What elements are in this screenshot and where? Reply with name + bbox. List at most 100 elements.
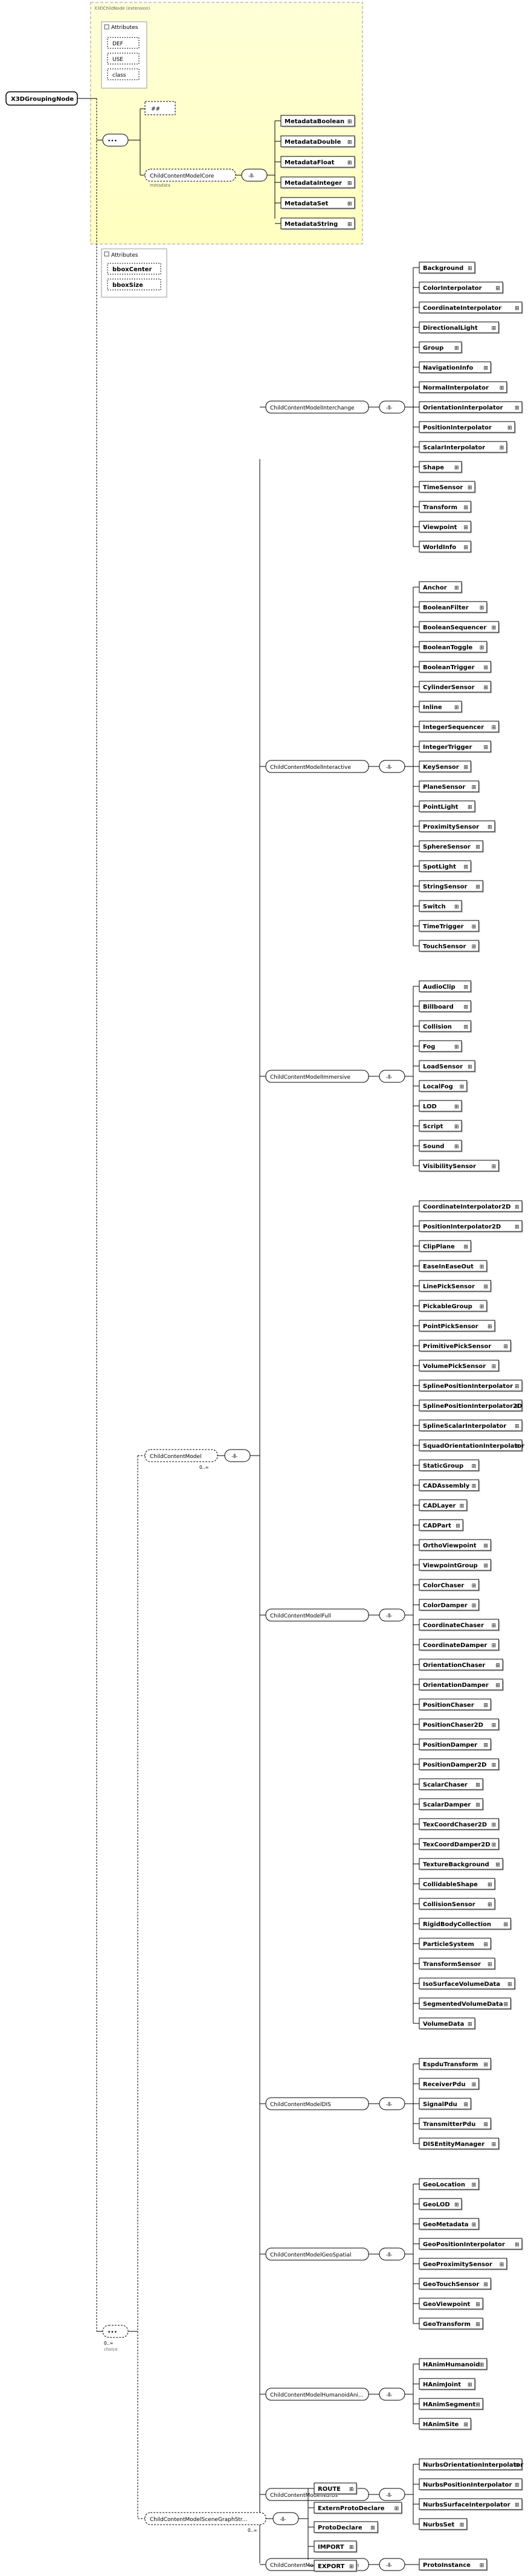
- element-metadatafloat[interactable]: MetadataFloat⊞: [280, 156, 356, 169]
- element-espdutransform[interactable]: EspduTransform⊞: [419, 2058, 492, 2070]
- element-worldinfo[interactable]: WorldInfo⊞: [419, 541, 472, 553]
- element-positionchaser[interactable]: PositionChaser⊞: [419, 1698, 492, 1711]
- element-transmitterpdu[interactable]: TransmitterPdu⊞: [419, 2118, 492, 2130]
- element-touchsensor[interactable]: TouchSensor⊞: [419, 940, 480, 952]
- element-nurbsorientationinterpolator[interactable]: NurbsOrientationInterpolator⊞: [419, 2458, 523, 2471]
- element-hanimhumanoid[interactable]: HAnimHumanoid⊞: [419, 2358, 488, 2371]
- element-timesensor[interactable]: TimeSensor⊞: [419, 481, 476, 493]
- attribute-class[interactable]: [107, 68, 140, 80]
- element-switch[interactable]: Switch⊞: [419, 900, 463, 913]
- element-linepicksensor[interactable]: LinePickSensor⊞: [419, 1280, 492, 1293]
- element-booleansequencer[interactable]: BooleanSequencer⊞: [419, 621, 500, 634]
- element-geoviewpoint[interactable]: GeoViewpoint⊞: [419, 2298, 485, 2310]
- element-spheresensor[interactable]: SphereSensor⊞: [419, 840, 485, 853]
- any-element[interactable]: [144, 101, 176, 115]
- expand-icon-2[interactable]: [104, 251, 109, 257]
- element-hanimsite[interactable]: HAnimSite⊞: [419, 2418, 472, 2430]
- element-volumedata[interactable]: VolumeData⊞: [419, 2017, 476, 2030]
- element-integersequencer[interactable]: IntegerSequencer⊞: [419, 721, 500, 733]
- element-geoproximitysensor[interactable]: GeoProximitySensor⊞: [419, 2258, 508, 2270]
- element-spotlight[interactable]: SpotLight⊞: [419, 860, 472, 873]
- element-positiondamper2d[interactable]: PositionDamper2D⊞: [419, 1758, 500, 1771]
- element-anchor[interactable]: Anchor⊞: [419, 581, 463, 594]
- element-orientationdamper[interactable]: OrientationDamper⊞: [419, 1678, 504, 1691]
- element-cadpart[interactable]: CADPart⊞: [419, 1519, 465, 1532]
- element-scalarinterpolator[interactable]: ScalarInterpolator⊞: [419, 441, 508, 454]
- element-protodeclare[interactable]: ProtoDeclare⊞: [314, 2521, 379, 2534]
- element-lod[interactable]: LOD⊞: [419, 1100, 463, 1113]
- attribute-def[interactable]: [107, 37, 140, 49]
- element-coordinateinterpolator[interactable]: CoordinateInterpolator⊞: [419, 301, 523, 314]
- element-splinescalarinterpolator[interactable]: SplineScalarInterpolator⊞: [419, 1419, 523, 1432]
- element-normalinterpolator[interactable]: NormalInterpolator⊞: [419, 381, 508, 394]
- element-coordinatedamper[interactable]: CoordinateDamper⊞: [419, 1639, 500, 1651]
- attribute-bboxcenter[interactable]: [107, 263, 161, 275]
- element-coordinatechaser[interactable]: CoordinateChaser⊞: [419, 1619, 500, 1631]
- element-squadorientationinterpolator[interactable]: SquadOrientationInterpolator⊞: [419, 1439, 524, 1452]
- element-route[interactable]: ROUTE⊞: [314, 2482, 358, 2495]
- element-positiondamper[interactable]: PositionDamper⊞: [419, 1738, 492, 1751]
- element-audioclip[interactable]: AudioClip⊞: [419, 980, 472, 993]
- element-group[interactable]: Group⊞: [419, 341, 463, 354]
- element-easeineaseout[interactable]: EaseInEaseOut⊞: [419, 1260, 488, 1273]
- element-signalpdu[interactable]: SignalPdu⊞: [419, 2098, 472, 2110]
- element-fog[interactable]: Fog⊞: [419, 1040, 463, 1053]
- element-orientationinterpolator[interactable]: OrientationInterpolator⊞: [419, 401, 523, 414]
- element-texturebackground[interactable]: TextureBackground⊞: [419, 1858, 504, 1871]
- element-collidableshape[interactable]: CollidableShape⊞: [419, 1878, 496, 1890]
- element-localfog[interactable]: LocalFog⊞: [419, 1080, 468, 1093]
- element-geotouchsensor[interactable]: GeoTouchSensor⊞: [419, 2278, 492, 2290]
- attribute-bboxsize[interactable]: [107, 278, 161, 291]
- element-colorinterpolator[interactable]: ColorInterpolator⊞: [419, 281, 504, 294]
- element-collision[interactable]: Collision⊞: [419, 1020, 472, 1033]
- element-metadatadouble[interactable]: MetadataDouble⊞: [280, 135, 356, 148]
- element-segmentedvolumedata[interactable]: SegmentedVolumeData⊞: [419, 1997, 512, 2010]
- element-geopositioninterpolator[interactable]: GeoPositionInterpolator⊞: [419, 2238, 523, 2250]
- element-texcoorddamper2d[interactable]: TexCoordDamper2D⊞: [419, 1838, 500, 1851]
- element-pickablegroup[interactable]: PickableGroup⊞: [419, 1300, 488, 1312]
- element-export[interactable]: EXPORT⊞: [314, 2560, 358, 2572]
- element-sound[interactable]: Sound⊞: [419, 1140, 463, 1152]
- element-integertrigger[interactable]: IntegerTrigger⊞: [419, 740, 492, 753]
- element-background[interactable]: Background⊞: [419, 262, 476, 274]
- element-inline[interactable]: Inline⊞: [419, 701, 463, 713]
- element-booleantoggle[interactable]: BooleanToggle⊞: [419, 641, 488, 654]
- element-clipplane[interactable]: ClipPlane⊞: [419, 1240, 472, 1253]
- element-splinepositioninterpolator2d[interactable]: SplinePositionInterpolator2D⊞: [419, 1399, 523, 1412]
- element-positionchaser2d[interactable]: PositionChaser2D⊞: [419, 1718, 500, 1731]
- element-volumepicksensor[interactable]: VolumePickSensor⊞: [419, 1360, 500, 1372]
- expand-icon[interactable]: [104, 24, 109, 30]
- element-metadatainteger[interactable]: MetadataInteger⊞: [280, 176, 356, 189]
- element-geolod[interactable]: GeoLOD⊞: [419, 2198, 463, 2211]
- element-directionallight[interactable]: DirectionalLight⊞: [419, 321, 500, 334]
- element-positioninterpolator2d[interactable]: PositionInterpolator2D⊞: [419, 1220, 523, 1233]
- element-billboard[interactable]: Billboard⊞: [419, 1000, 472, 1013]
- element-keysensor[interactable]: KeySensor⊞: [419, 760, 472, 773]
- element-splinepositioninterpolator[interactable]: SplinePositionInterpolator⊞: [419, 1380, 523, 1392]
- element-transformsensor[interactable]: TransformSensor⊞: [419, 1958, 496, 1970]
- element-metadataboolean[interactable]: MetadataBoolean⊞: [280, 115, 356, 127]
- element-visibilitysensor[interactable]: VisibilitySensor⊞: [419, 1160, 500, 1172]
- attribute-use[interactable]: [107, 53, 140, 65]
- element-disentitymanager[interactable]: DISEntityManager⊞: [419, 2138, 500, 2150]
- element-metadataset[interactable]: MetadataSet⊞: [280, 197, 356, 210]
- element-particlesystem[interactable]: ParticleSystem⊞: [419, 1938, 492, 1950]
- element-rigidbodycollection[interactable]: RigidBodyCollection⊞: [419, 1918, 512, 1930]
- element-geometadata[interactable]: GeoMetadata⊞: [419, 2218, 480, 2231]
- element-metadatastring[interactable]: MetadataString⊞: [280, 217, 356, 230]
- element-proximitysensor[interactable]: ProximitySensor⊞: [419, 820, 496, 833]
- element-geolocation[interactable]: GeoLocation⊞: [419, 2178, 480, 2191]
- element-orthoviewpoint[interactable]: OrthoViewpoint⊞: [419, 1539, 492, 1552]
- element-viewpointgroup[interactable]: ViewpointGroup⊞: [419, 1559, 492, 1572]
- element-pointpicksensor[interactable]: PointPickSensor⊞: [419, 1320, 496, 1332]
- element-protoinstance[interactable]: ProtoInstance⊞: [419, 2558, 488, 2571]
- element-cylindersensor[interactable]: CylinderSensor⊞: [419, 681, 492, 693]
- element-receiverpdu[interactable]: ReceiverPdu⊞: [419, 2078, 480, 2090]
- element-coordinateinterpolator2d[interactable]: CoordinateInterpolator2D⊞: [419, 1200, 523, 1213]
- element-collisionsensor[interactable]: CollisionSensor⊞: [419, 1898, 496, 1910]
- element-stringsensor[interactable]: StringSensor⊞: [419, 880, 485, 893]
- element-scalarchaser[interactable]: ScalarChaser⊞: [419, 1778, 485, 1791]
- element-scalardamper[interactable]: ScalarDamper⊞: [419, 1798, 485, 1811]
- element-cadassembly[interactable]: CADAssembly⊞: [419, 1479, 480, 1492]
- element-nurbssurfaceinterpolator[interactable]: NurbsSurfaceInterpolator⊞: [419, 2498, 523, 2511]
